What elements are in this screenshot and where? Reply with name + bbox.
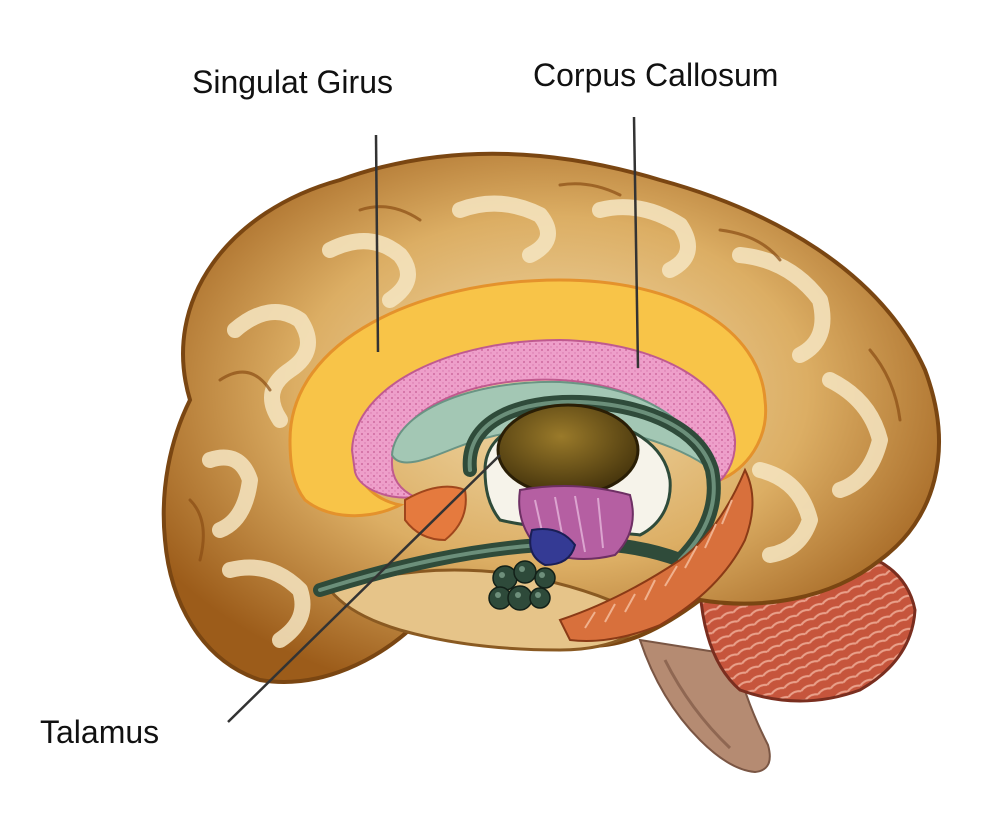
corpus-callosum-label: Corpus Callosum bbox=[533, 57, 779, 93]
thalamus-label: Talamus bbox=[40, 714, 160, 750]
cingulate-gyrus-label: Singulat Girus bbox=[192, 64, 393, 100]
corpus-callosum-leader-line bbox=[632, 116, 640, 369]
hippocampus bbox=[558, 467, 754, 642]
amygdala bbox=[488, 560, 556, 611]
hypothalamus bbox=[529, 528, 577, 567]
thalamus-leader-line bbox=[227, 454, 501, 723]
thalamus bbox=[496, 403, 640, 497]
cingulate-gyrus-leader-line bbox=[374, 134, 380, 353]
